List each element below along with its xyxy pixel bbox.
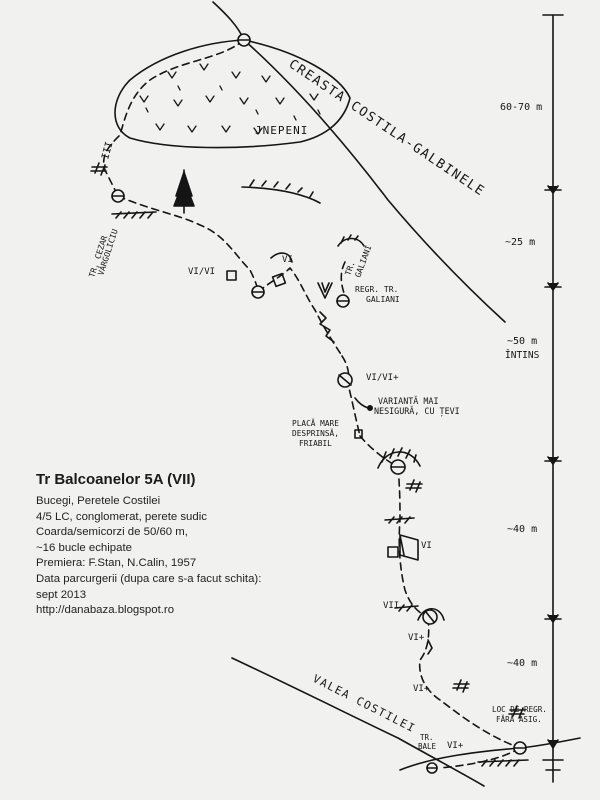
tree — [173, 169, 195, 214]
ledges — [111, 211, 529, 767]
grade-7: VI+ — [408, 633, 425, 643]
tr-bale-label: TR. — [420, 733, 434, 742]
pitch-1-length: 60-70 m — [500, 102, 542, 113]
info-line-rope: Coarda/semicorzi de 50/60 m, — [36, 526, 188, 539]
hash-marks — [90, 162, 526, 719]
grade-9: VI+ — [447, 741, 464, 751]
route-info-block: Tr Balcoanelor 5A (VII) Bucegi, Peretele… — [36, 471, 336, 619]
valley-line — [231, 657, 485, 787]
grade-4: VI/VI+ — [366, 373, 399, 383]
tr-galiani-label-2: GALIANI — [353, 244, 373, 279]
grade-5: VI — [421, 541, 432, 551]
slope-line — [399, 737, 581, 771]
info-line-rock: 4/5 LC, conglomerat, perete sudic — [36, 510, 207, 523]
jnepeni-area-outline — [114, 39, 351, 149]
pitch-2-length: ~25 m — [505, 237, 535, 248]
info-line-bolts: ~16 bucle echipate — [36, 541, 132, 554]
dihedral — [399, 534, 419, 561]
info-line-url: http://danabaza.blogspot.ro — [36, 604, 175, 617]
regr-label-2: GALIANI — [366, 295, 400, 304]
crack-line — [319, 311, 335, 343]
info-line-area: Bucegi, Peretele Costilei — [36, 495, 161, 507]
grade-3: VI — [282, 255, 293, 265]
belay-stations — [111, 33, 527, 774]
variant-label-2: NESIGURĂ, CU ȚEVI — [374, 405, 460, 417]
placa-label: PLACĂ MARE — [292, 419, 339, 428]
ridge-label: CREASTA COSTILA-GALBINELE — [286, 57, 488, 200]
overhangs — [241, 179, 445, 621]
info-line-date-label: Data parcurgerii (dupa care s-a facut sc… — [36, 572, 262, 585]
jnepeni-label: JNEPENI — [255, 124, 308, 137]
grade-2: VI/VI — [188, 267, 215, 277]
loc-regr-label-2: FĂRĂ ASIG. — [496, 715, 542, 724]
pegs — [226, 270, 399, 558]
ridge-line — [212, 1, 506, 323]
chimney-mark — [317, 282, 333, 299]
placa-label-3: FRIABIL — [299, 439, 332, 448]
loc-regr-label: LOC DE REGR. — [492, 705, 547, 714]
grade-1: III — [100, 140, 115, 160]
variant-label: VARIANTĂ MAI — [378, 395, 439, 406]
info-line-date: sept 2013 — [36, 588, 87, 601]
info-line-first-ascent: Premiera: F.Stan, N.Calin, 1957 — [36, 557, 197, 570]
grade-8: VI+ — [413, 684, 430, 694]
pitch-4-length: ~40 m — [507, 524, 537, 535]
tr-bale-label-2: BALE — [418, 742, 437, 751]
placa-label-2: DESPRINSĂ, — [292, 429, 339, 438]
route-line — [102, 39, 521, 769]
pitch-3-length: ~50 m — [507, 336, 537, 347]
route-title: Tr Balcoanelor 5A (VII) — [36, 471, 196, 488]
grade-6: VII — [383, 601, 399, 611]
vegetation-marks — [139, 63, 321, 135]
pitch-5-length: ~40 m — [507, 658, 537, 669]
pitch-3-note: ÎNTINS — [505, 349, 540, 361]
regr-label: REGR. TR. — [355, 285, 398, 294]
